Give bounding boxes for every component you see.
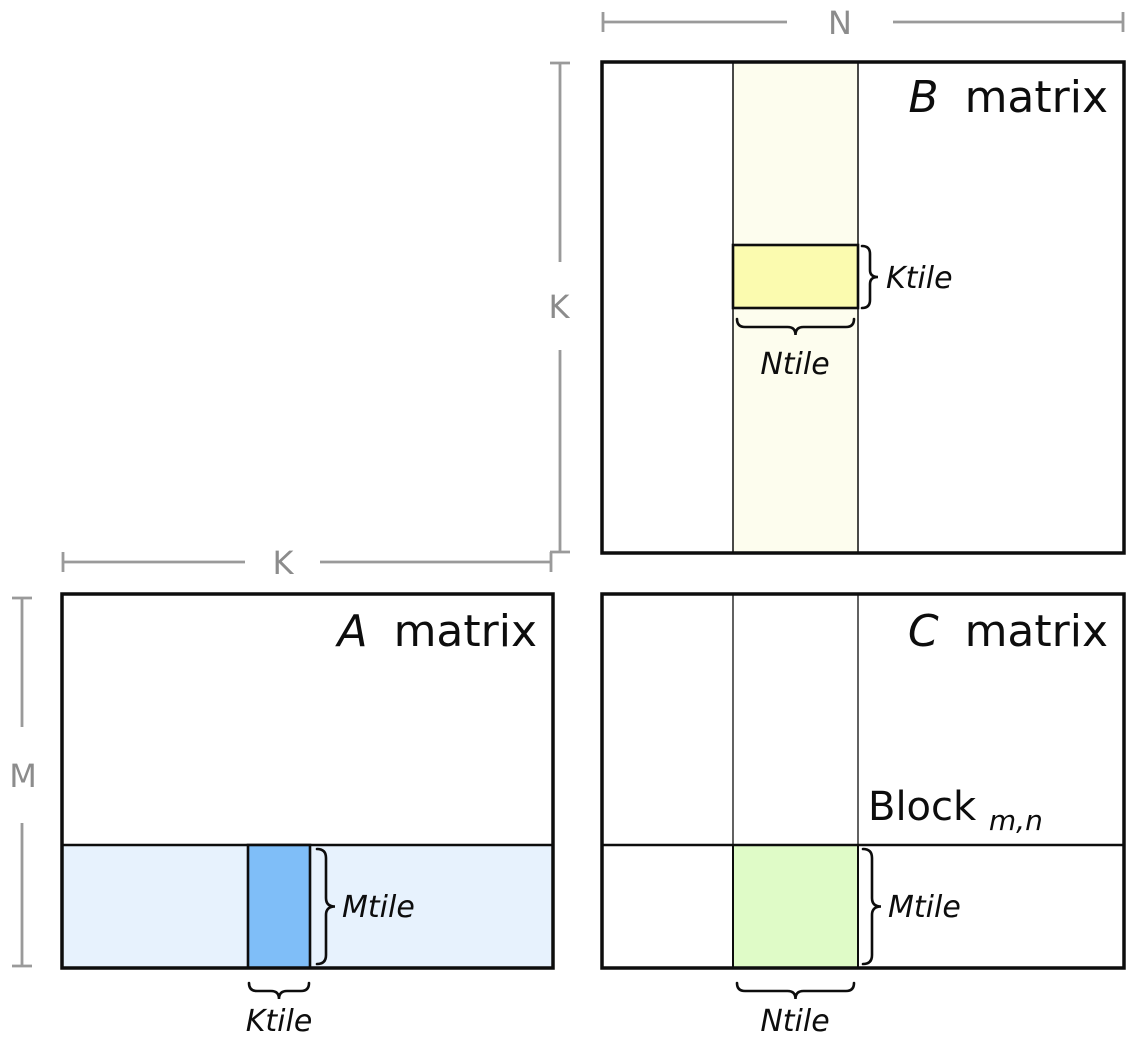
b-matrix-word: matrix bbox=[965, 72, 1108, 123]
b-matrix-border bbox=[600, 60, 1126, 555]
a-matrix-symbol: A bbox=[334, 606, 367, 657]
a-matrix-border bbox=[60, 592, 555, 970]
a-matrix: A matrix Mtile Ktile bbox=[60, 592, 555, 1039]
c-matrix-ntile-mtile-tile bbox=[732, 844, 859, 969]
k-vertical-dimension-indicator bbox=[550, 61, 570, 554]
c-ntile-label: Ntile bbox=[760, 1004, 829, 1039]
a-mtile-label: Mtile bbox=[342, 890, 415, 925]
n-dimension-indicator bbox=[601, 12, 1125, 32]
b-ktile-brace bbox=[860, 244, 879, 310]
c-mtile-label: Mtile bbox=[888, 890, 961, 925]
k-horizontal-dimension-label: K bbox=[273, 544, 295, 582]
n-dimension-label: N bbox=[828, 4, 852, 42]
c-block-label: Block m,n bbox=[868, 784, 1043, 837]
m-dimension-indicator bbox=[12, 596, 32, 968]
a-mtile-brace bbox=[315, 847, 336, 966]
k-horizontal-dimension-indicator bbox=[61, 552, 553, 572]
c-matrix-title: C matrix bbox=[908, 606, 1108, 657]
k-vertical-dimension-label: K bbox=[549, 288, 571, 326]
c-matrix-symbol: C bbox=[908, 606, 939, 657]
a-matrix-word: matrix bbox=[394, 606, 537, 657]
b-ntile-label: Ntile bbox=[760, 347, 829, 382]
b-matrix: B matrix Ktile Ntile bbox=[600, 60, 1126, 555]
b-matrix-symbol: B bbox=[908, 72, 938, 123]
c-matrix-word: matrix bbox=[965, 606, 1108, 657]
c-ntile-underbrace bbox=[735, 981, 856, 1000]
a-matrix-mtile-tile bbox=[246, 843, 312, 970]
a-ktile-underbrace bbox=[247, 981, 311, 1000]
a-matrix-title: A matrix bbox=[334, 606, 537, 657]
b-matrix-title: B matrix bbox=[908, 72, 1108, 123]
c-block-word: Block bbox=[868, 784, 977, 830]
c-matrix-border bbox=[600, 592, 1126, 970]
b-ntile-underbrace bbox=[735, 317, 856, 336]
c-block-subscript: m,n bbox=[989, 804, 1043, 837]
b-ktile-label: Ktile bbox=[886, 261, 953, 296]
c-matrix: C matrix Block m,n Mtile Ntile bbox=[600, 592, 1126, 1039]
a-ktile-label: Ktile bbox=[246, 1004, 313, 1039]
c-mtile-brace bbox=[861, 847, 882, 966]
b-matrix-ktile-tile bbox=[731, 243, 860, 310]
m-dimension-label: M bbox=[9, 757, 37, 795]
